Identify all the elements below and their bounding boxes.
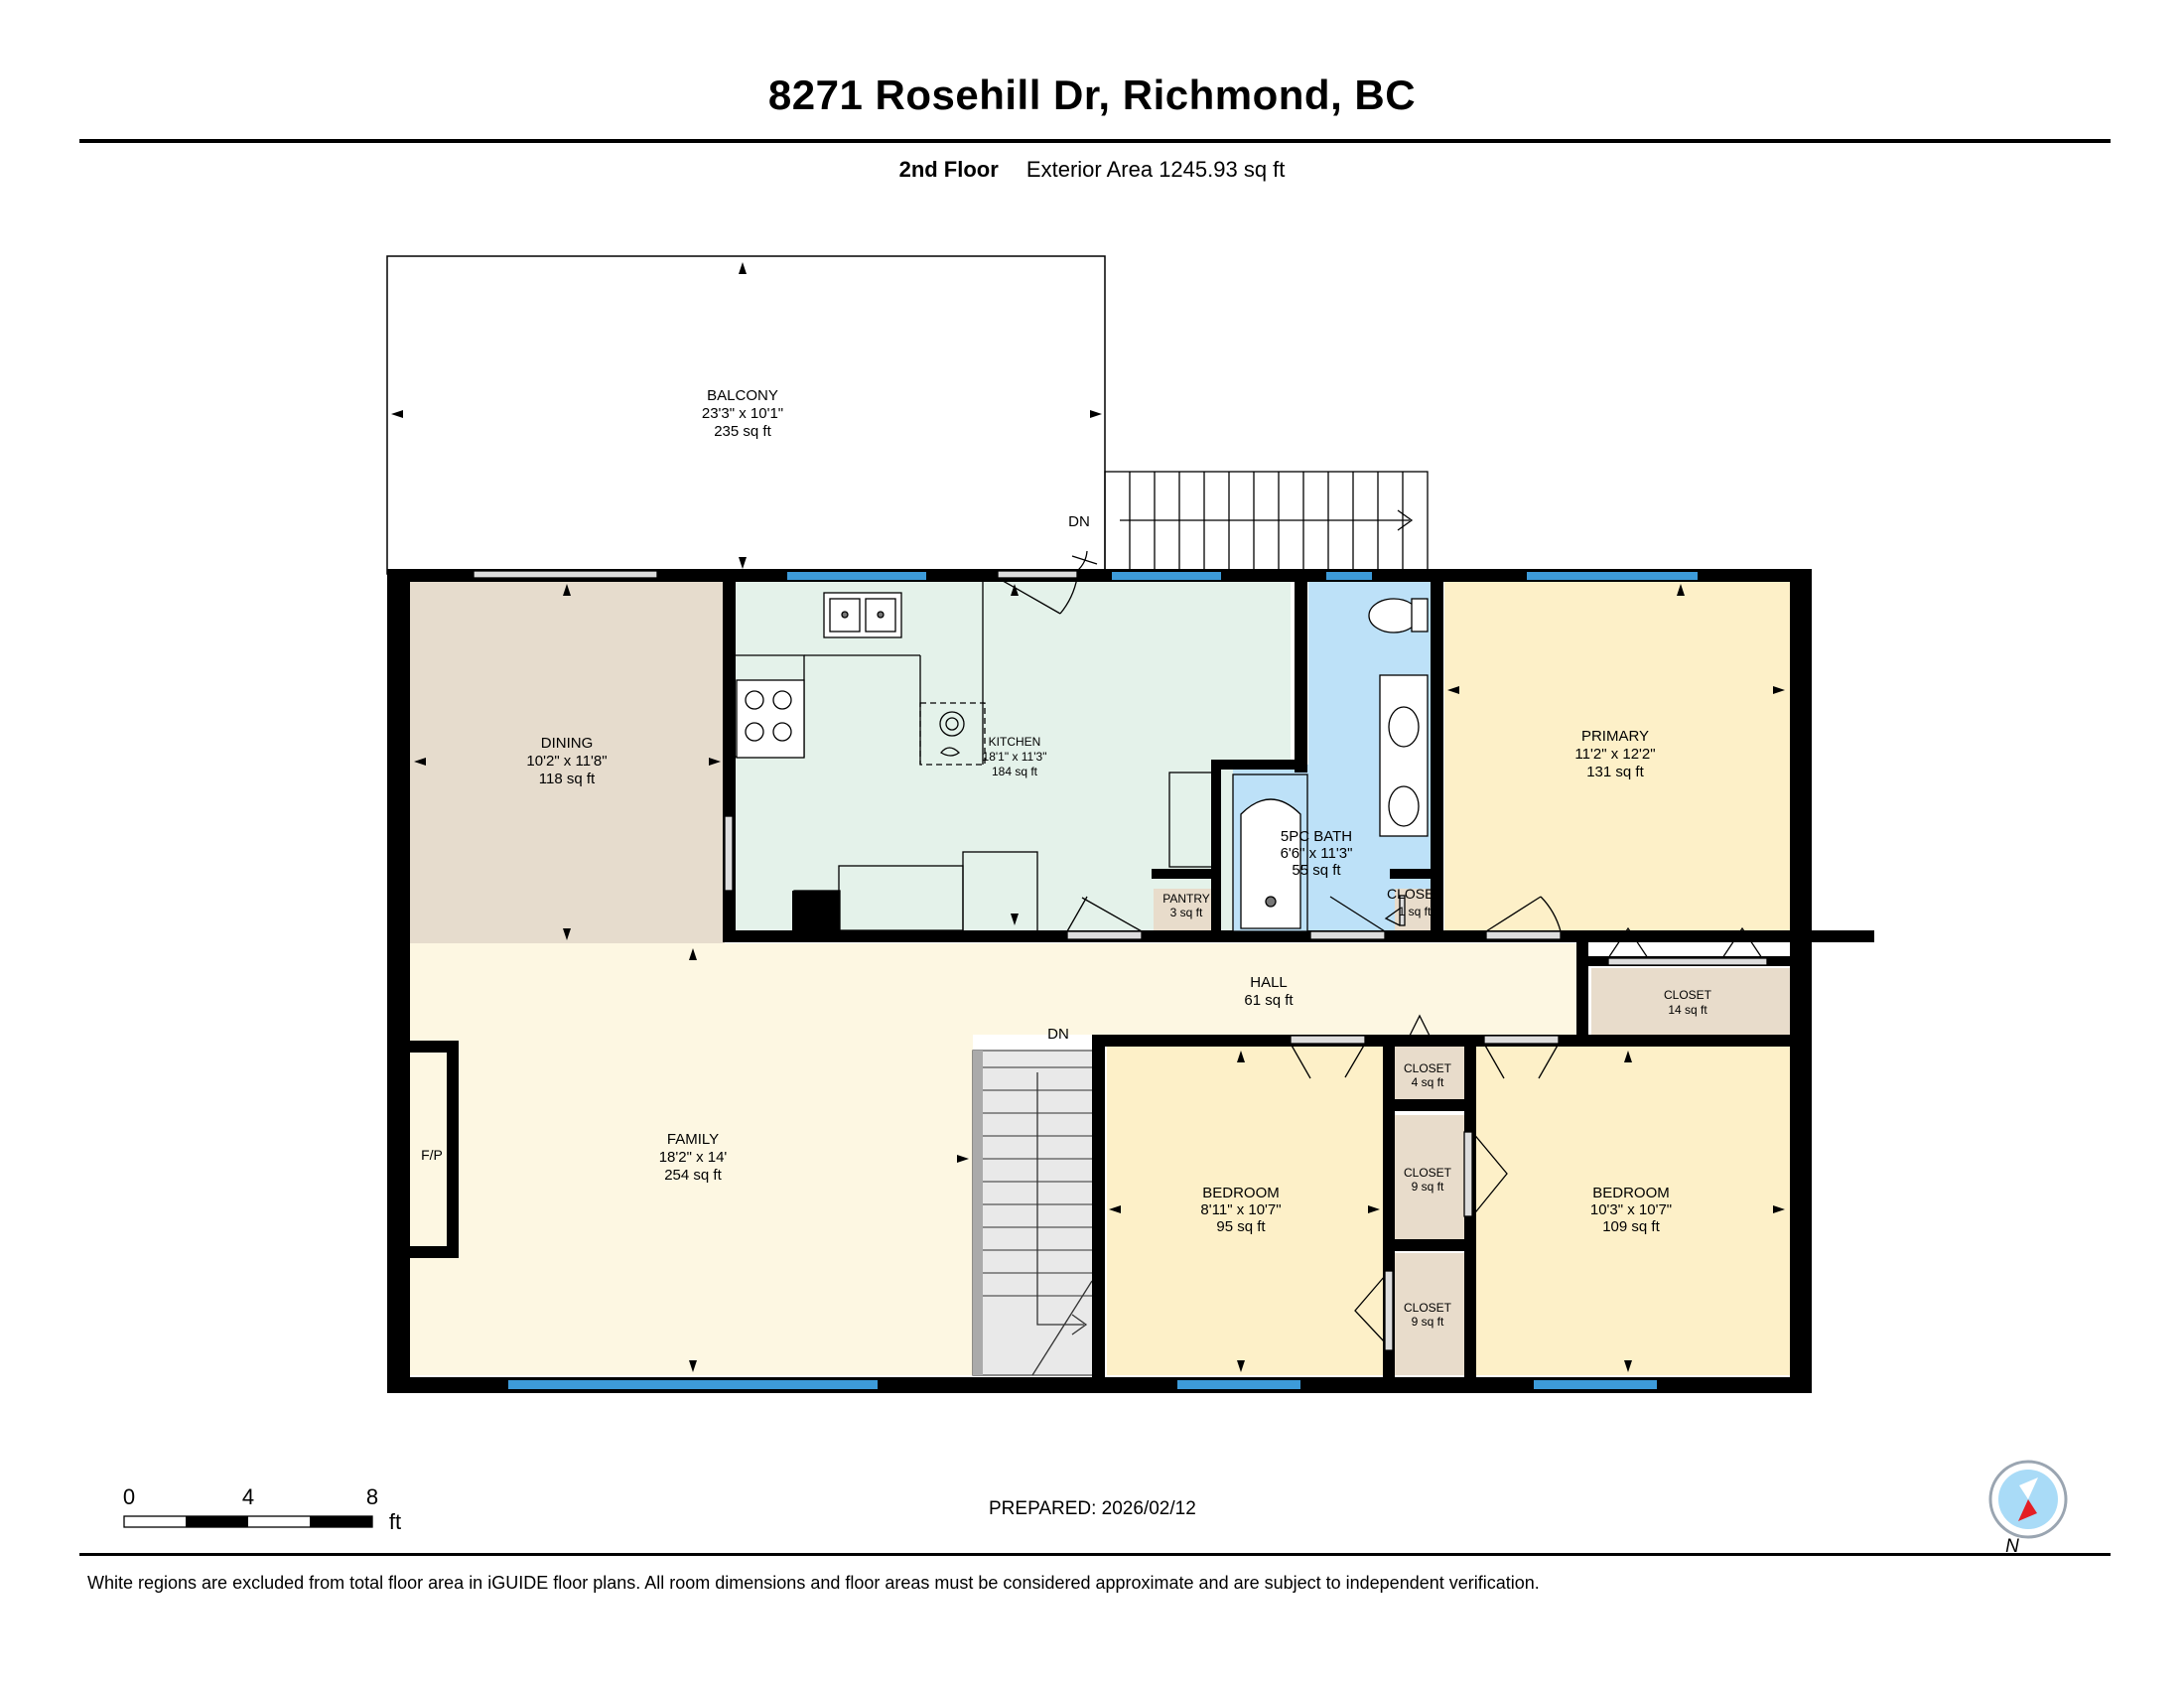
pantry-area: 3 sq ft [1170,906,1203,919]
kitchen-area: 184 sq ft [992,765,1038,778]
closet-a-area: 4 sq ft [1412,1075,1444,1089]
kitchen-dims: 18'1" x 11'3" [983,750,1047,764]
kitchen-name: KITCHEN [989,735,1041,749]
bath-dims: 6'6" x 11'3" [1281,845,1353,862]
bedroom2-name: BEDROOM [1592,1185,1670,1201]
footer-rule [79,1553,2111,1556]
dimension-arrows [391,262,1785,1372]
dining-room [409,581,725,943]
balcony-area: 235 sq ft [714,423,771,440]
compass-north-label: N [2005,1536,2019,1557]
floor-name: 2nd Floor [898,157,999,182]
bedroom1-area: 95 sq ft [1216,1218,1266,1235]
family-area: 254 sq ft [664,1167,722,1184]
interior-stairs [972,1050,1095,1376]
header-rule [79,139,2111,143]
closet-low [1395,1253,1464,1375]
scale-tick-4: 4 [242,1484,254,1509]
bedroom2-dims: 10'3" x 10'7" [1590,1201,1672,1218]
scale-tick-0: 0 [123,1484,135,1509]
scale-unit: ft [389,1509,401,1534]
closet-c-name: CLOSET [1404,1301,1452,1315]
bath-fixtures [1232,598,1429,932]
closet-mid [1395,1115,1464,1239]
primary-area: 131 sq ft [1586,764,1644,780]
exterior-area: Exterior Area 1245.93 sq ft [1025,157,1286,182]
balcony-dims: 23'3" x 10'1" [702,405,783,422]
bedroom2-area: 109 sq ft [1602,1218,1660,1235]
pantry-room [1154,889,1213,933]
primary-closet-area: 14 sq ft [1668,1003,1707,1017]
scale-tick-8: 8 [366,1484,378,1509]
bedroom-1 [1107,1045,1383,1375]
balcony-area [386,255,1106,575]
floor-subtitle: 2nd Floor Exterior Area 1245.93 sq ft [0,157,2184,183]
bath-closet-name: CLOSET [1387,886,1442,902]
bedroom-2 [1474,1045,1790,1375]
hall-name: HALL [1250,974,1288,991]
pantry-name: PANTRY [1162,892,1210,906]
walls [387,569,1874,1393]
primary-room [1444,581,1790,933]
interior-stairs-label: DN [1047,1026,1069,1043]
bath-area: 55 sq ft [1292,862,1341,879]
closet-a-name: CLOSET [1404,1061,1452,1075]
closet-b-name: CLOSET [1404,1166,1452,1180]
disclaimer-text: White regions are excluded from total fl… [87,1573,1540,1593]
bedroom1-dims: 8'11" x 10'7" [1200,1201,1281,1218]
primary-dims: 11'2" x 12'2" [1574,746,1655,763]
compass-icon: N [1988,1460,2068,1557]
balcony-stairs [1104,471,1429,575]
prepared-date: PREPARED: 2026/02/12 [989,1498,1196,1519]
primary-name: PRIMARY [1581,728,1649,745]
hall-area: 61 sq ft [1244,992,1294,1009]
dining-area: 118 sq ft [539,771,596,787]
bath-closet-area: 1 sq ft [1399,905,1432,918]
bedroom1-name: BEDROOM [1202,1185,1280,1201]
scale-bar: 0 4 8 ft [123,1484,401,1534]
primary-closet-name: CLOSET [1664,988,1712,1002]
closet-small [1395,1045,1464,1099]
kitchen-fixtures [735,582,1213,932]
primary-closet [1591,968,1790,1035]
bath-name: 5PC BATH [1281,828,1352,845]
dining-name: DINING [541,735,594,752]
page-title: 8271 Rosehill Dr, Richmond, BC [767,71,1417,118]
windows [508,572,1698,1389]
balcony-stairs-label: DN [1068,513,1090,530]
balcony-name: BALCONY [707,387,778,404]
doors [473,550,1768,1351]
closet-b-area: 9 sq ft [1412,1180,1444,1194]
family-name: FAMILY [667,1131,719,1148]
dining-dims: 10'2" x 11'8" [526,753,607,770]
closet-c-area: 9 sq ft [1412,1315,1444,1329]
family-room [409,943,973,1375]
fireplace-label: F/P [421,1147,443,1163]
family-dims: 18'2" x 14' [659,1149,728,1166]
